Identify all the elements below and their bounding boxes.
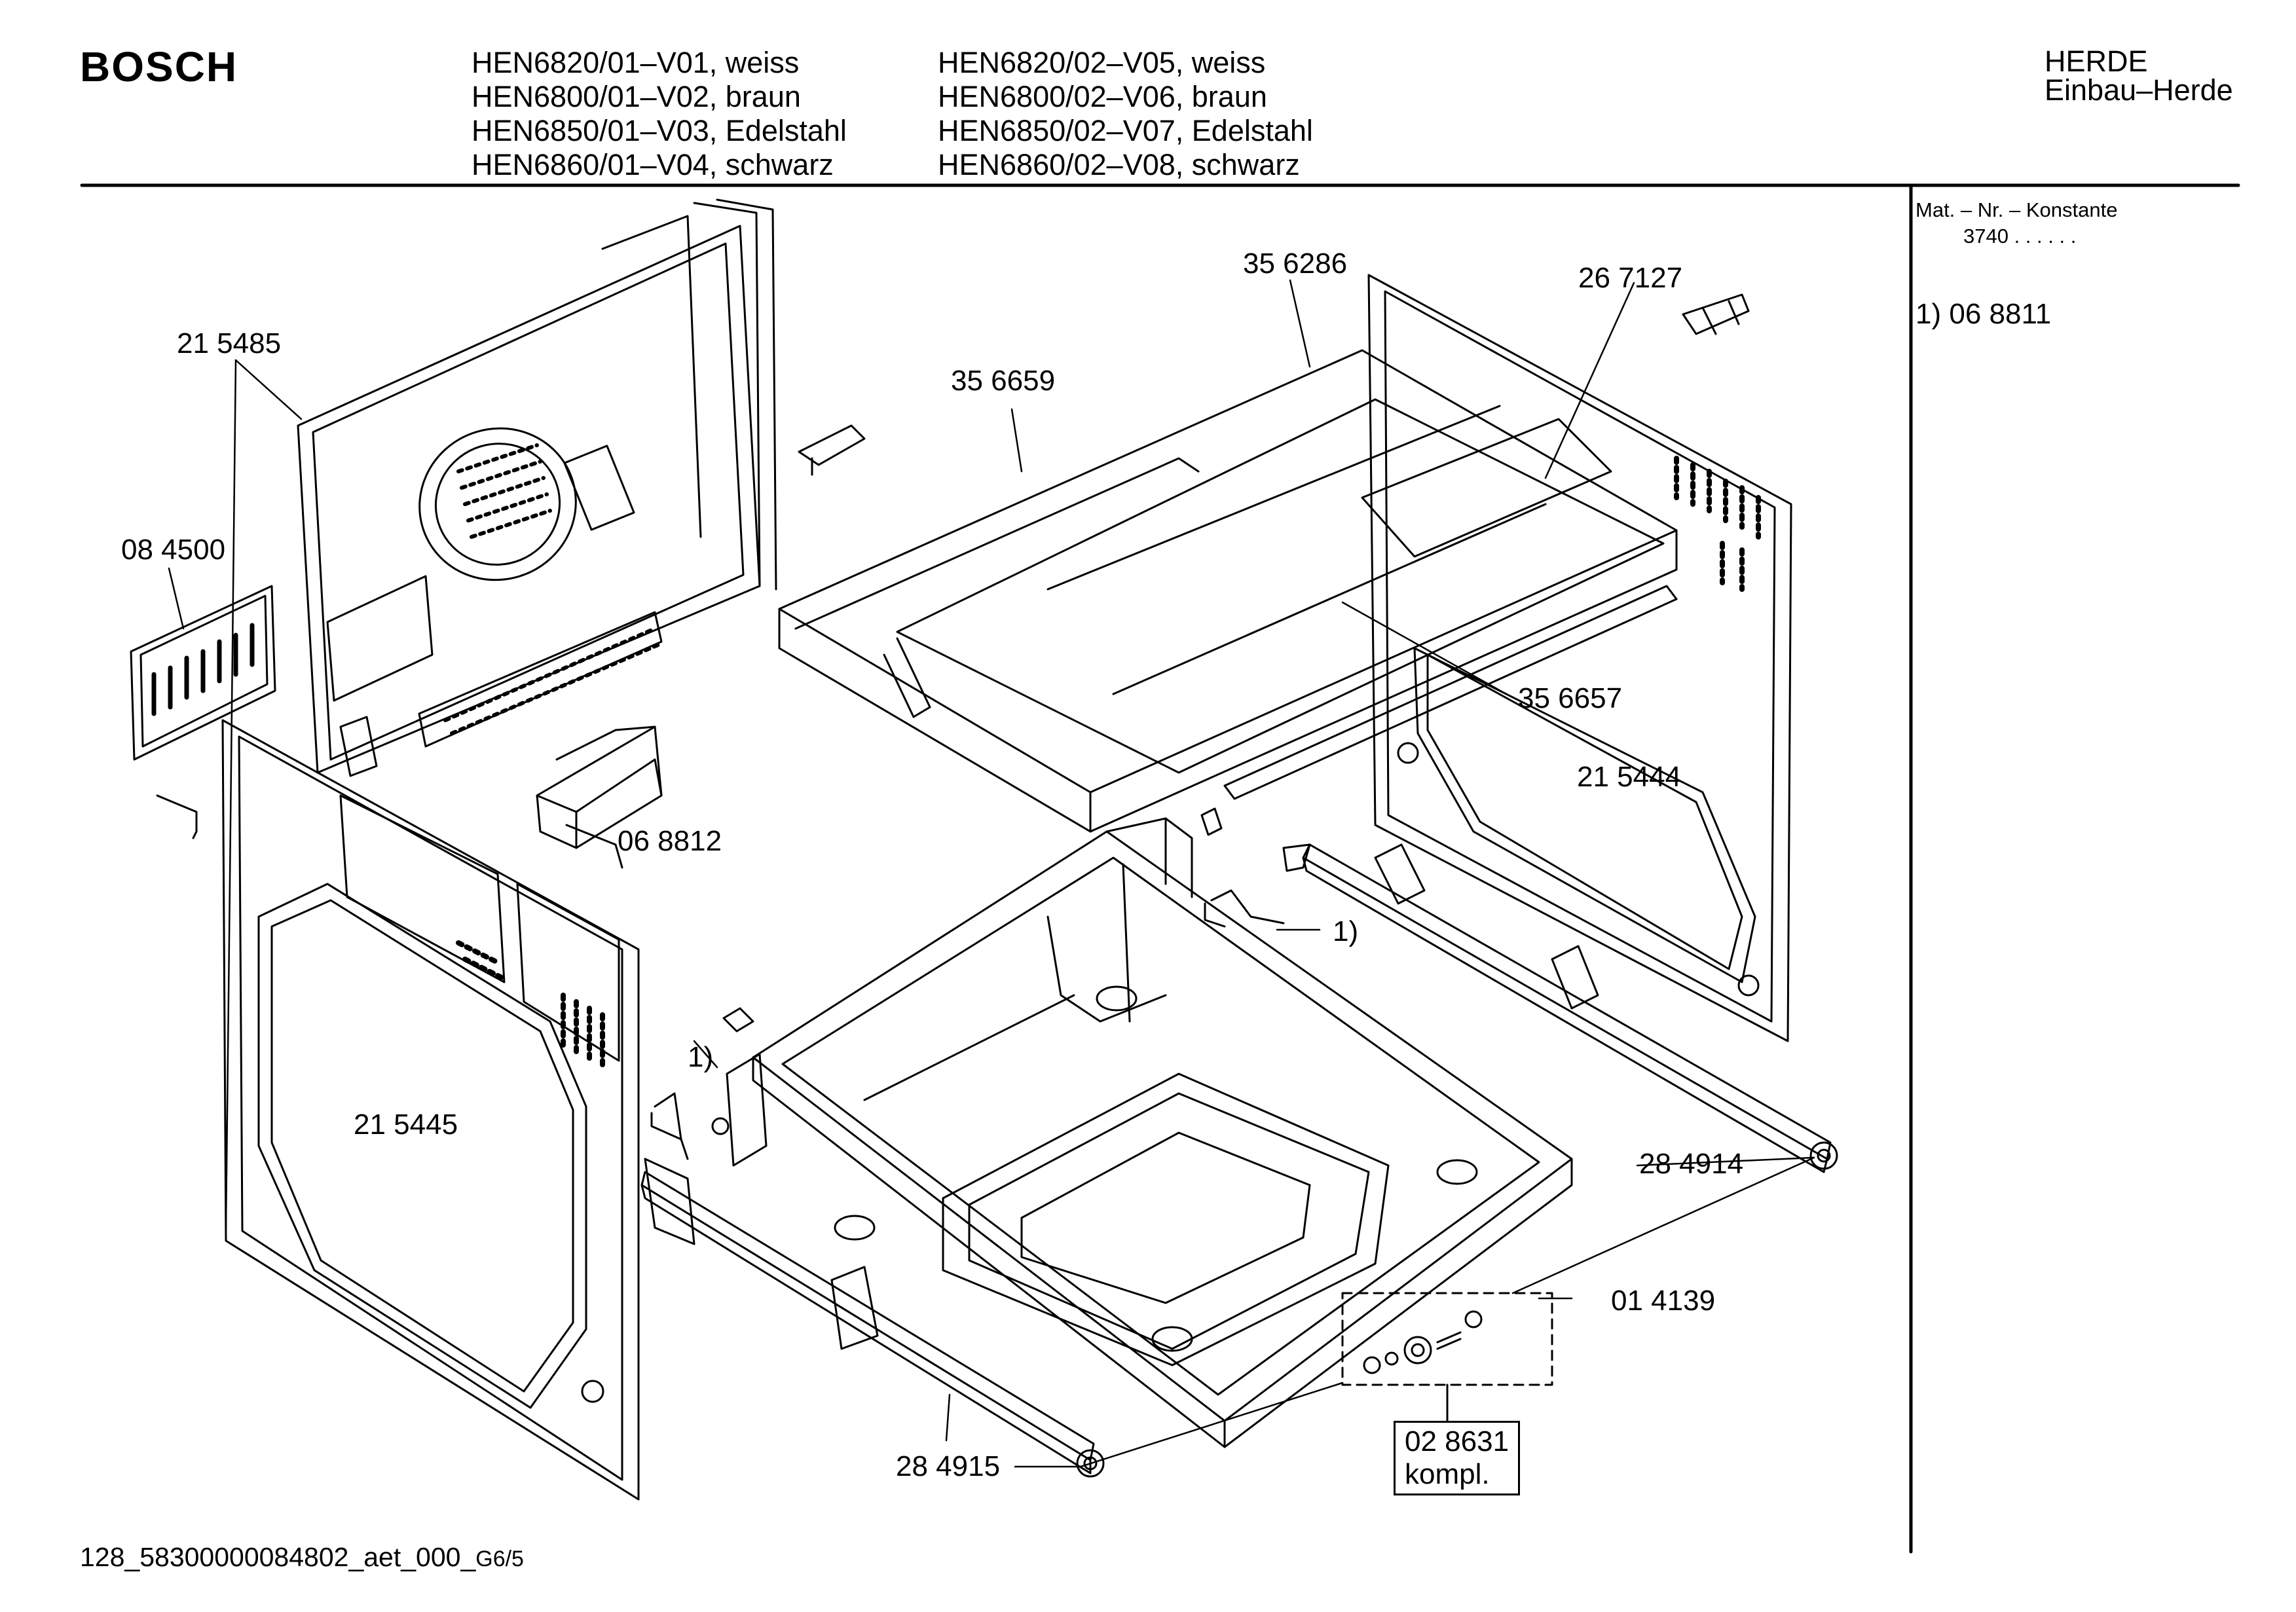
part-label-215445: 21 5445 [354,1108,458,1141]
part-label-068812: 06 8812 [618,825,722,857]
model-item: HEN6800/02–V06, braun [938,80,1267,113]
footnote-1: 1) 06 8811 [1916,298,2052,330]
model-item: HEN6800/01–V02, braun [472,80,801,113]
rear-wall-panel [297,198,777,777]
clip-small [722,1007,754,1033]
kit-parts [1363,1310,1483,1374]
constant-value: 3740 . . . . . . [1963,225,2077,247]
bottom-pan [752,830,1573,1448]
product-category: HERDE Einbau–Herde [2045,45,2233,107]
model-item: HEN6860/01–V04, schwarz [472,148,834,181]
leader-lines [168,279,1815,1468]
part-label-356659: 35 6659 [951,365,1056,397]
bottom-pan-neck [1105,817,1193,1023]
clip-left [156,794,198,839]
model-list-col2: HEN6820/02–V05, weiss HEN6800/02–V06, br… [938,46,1313,182]
part-label-014139: 01 4139 [1611,1285,1716,1317]
category-line: HERDE [2045,45,2148,78]
part-label-267127: 26 7127 [1578,262,1683,294]
document-code-suffix: G6/5 [475,1547,524,1571]
rail-left [640,1158,1105,1478]
kit-part-note: kompl. [1405,1458,1490,1490]
document-code: 128_58300000084802_aet_000_G6/5 [80,1542,524,1573]
top-plate [778,349,1678,833]
model-list-col1: HEN6820/01–V01, weiss HEN6800/01–V02, br… [472,46,847,182]
right-side-vents [1674,456,1761,592]
rear-panel-slots [151,623,255,716]
part-label-356286: 35 6286 [1243,247,1348,280]
top-bracket-right [1682,293,1750,335]
clip-top [1200,807,1223,836]
constant-title: Mat. – Nr. – Konstante [1916,198,2118,221]
left-side-vents [456,940,605,1070]
clip-note-left [650,1092,689,1160]
part-label-note-left: 1) [688,1041,714,1073]
model-item: HEN6860/02–V08, schwarz [938,148,1300,181]
part-label-215485: 21 5485 [177,327,282,359]
rear-panel-plate [130,585,276,761]
kit-dashed-box [1341,1292,1553,1386]
left-side-wall [221,719,640,1501]
part-label-284914: 28 4914 [1639,1148,1744,1180]
rail-right [1282,843,1838,1173]
clip-note-right [1204,889,1285,928]
part-label-084500: 08 4500 [121,534,226,566]
front-rail [1223,585,1678,800]
model-item: HEN6850/02–V07, Edelstahl [938,114,1313,147]
model-item: HEN6850/01–V03, Edelstahl [472,114,847,147]
kit-part-number: 02 8631 [1405,1425,1509,1457]
brand-logo: BOSCH [80,43,238,90]
kit-label-box: 02 8631 kompl. [1394,1421,1521,1495]
part-label-356657: 35 6657 [1518,682,1623,714]
right-side-wall [1367,274,1792,1042]
leader-068812 [565,824,623,869]
part-label-284915: 28 4915 [896,1450,1001,1482]
model-item: HEN6820/02–V05, weiss [938,46,1266,79]
cutout [1361,418,1612,558]
rear-wall-vents [443,443,660,735]
part-label-215444: 21 5444 [1577,761,1682,793]
top-bracket-left [798,424,866,476]
part-label-note-right: 1) [1333,915,1359,947]
category-line: Einbau–Herde [2045,73,2233,107]
document-code-main: 128_58300000084802_aet_000_ [80,1542,476,1572]
model-item: HEN6820/01–V01, weiss [472,46,800,79]
clip-bracket [711,1053,768,1167]
heater-housing [536,725,663,849]
